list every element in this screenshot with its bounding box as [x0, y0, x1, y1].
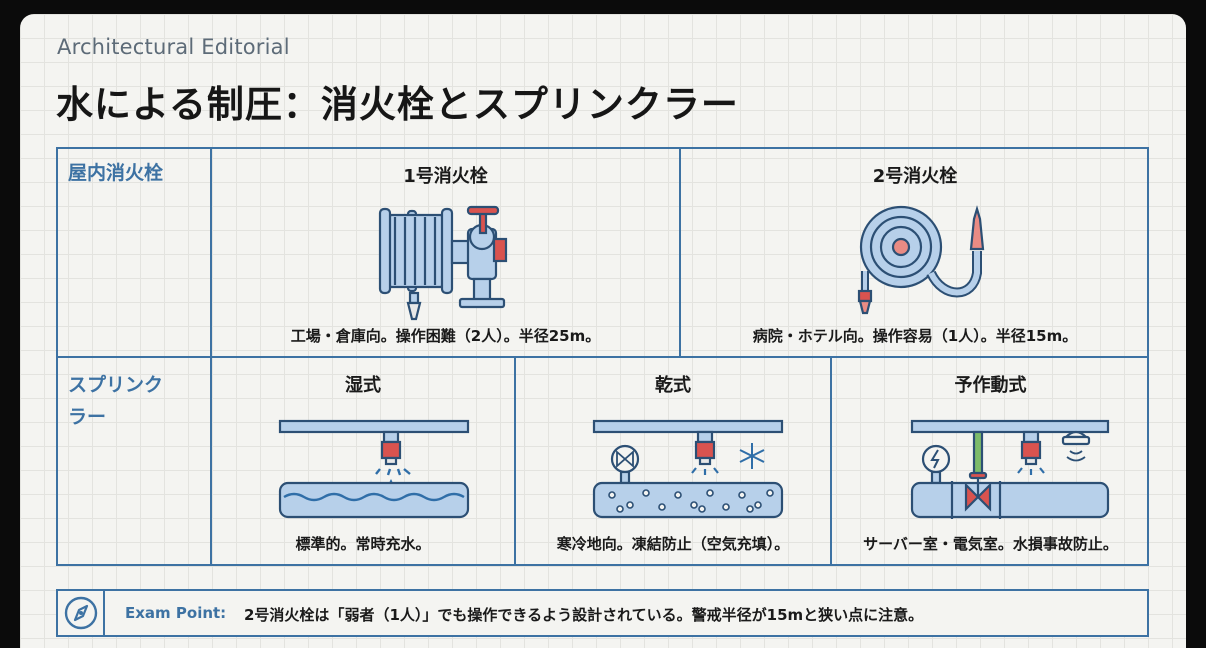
sprinkler-dry-caption: 寒冷地向。凍結防止（空気充填）。 — [556, 535, 790, 553]
dry-pipe-sprinkler-icon — [592, 419, 784, 519]
row-divider — [58, 356, 1147, 358]
row-label-hydrant: 屋内消火栓 — [68, 162, 164, 184]
hydrant-divider — [679, 149, 681, 356]
exam-icon-box — [58, 591, 105, 635]
hydrant-2-caption: 病院・ホテル向。操作容易（1人）。半径15m。 — [752, 327, 1078, 345]
page-title: 水による制圧：消火栓とスプリンクラー — [56, 83, 739, 126]
coiled-hose-icon — [857, 205, 985, 315]
exam-point-bar: Exam Point: 2号消火栓は「弱者（1人）」でも操作できるよう設計されて… — [56, 589, 1149, 637]
comparison-grid: 屋内消火栓 スプリンク ラー 1号消火栓 工場・倉庫向。操作困難（2人）。半径2… — [56, 147, 1149, 566]
sprinkler-preaction-title: 予作動式 — [954, 375, 1027, 396]
sprinkler-divider-1 — [514, 358, 516, 564]
preaction-sprinkler-icon — [910, 419, 1110, 519]
sprinkler-wet-caption: 標準的。常時充水。 — [295, 535, 431, 553]
hose-reel-hydrant-icon — [378, 205, 508, 321]
sprinkler-wet-title: 湿式 — [345, 375, 381, 396]
brand-label: Architectural Editorial — [57, 35, 290, 59]
sprinkler-dry-title: 乾式 — [655, 375, 691, 396]
wet-pipe-sprinkler-icon — [278, 419, 470, 519]
hydrant-2-title: 2号消火栓 — [872, 166, 958, 187]
compass-icon — [64, 596, 98, 630]
hydrant-1-caption: 工場・倉庫向。操作困難（2人）。半径25m。 — [290, 327, 601, 345]
sprinkler-preaction-caption: サーバー室・電気室。水損事故防止。 — [863, 535, 1118, 553]
exam-point-text: 2号消火栓は「弱者（1人）」でも操作できるよう設計されている。警戒半径が15mと… — [244, 606, 924, 624]
label-column-divider — [210, 149, 212, 564]
page: Architectural Editorial 水による制圧：消火栓とスプリンク… — [20, 14, 1186, 648]
row-label-sprinkler: スプリンク ラー — [68, 369, 163, 433]
row-label-sprinkler-line1: スプリンク — [68, 374, 164, 396]
sprinkler-divider-2 — [830, 358, 832, 564]
row-label-sprinkler-line2: ラー — [68, 406, 107, 428]
exam-point-label: Exam Point: — [125, 604, 227, 622]
hydrant-1-title: 1号消火栓 — [403, 166, 488, 187]
